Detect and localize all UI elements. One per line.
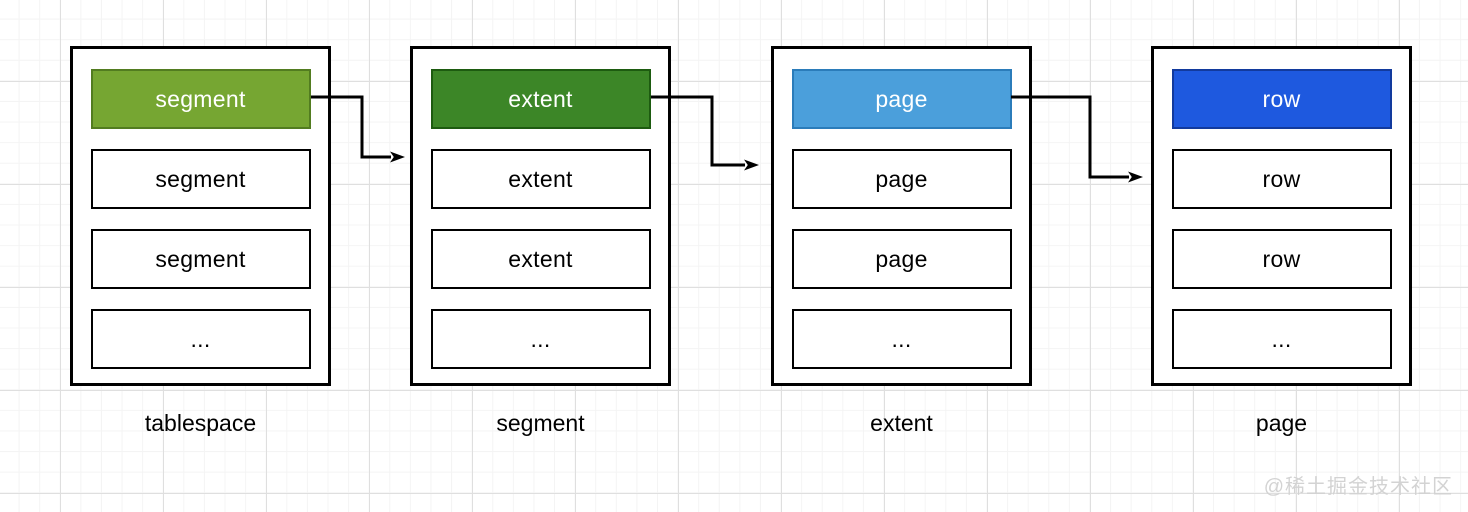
column-label-segment: segment: [496, 410, 585, 436]
cell-segment: segment: [90, 149, 311, 209]
cell-page: page: [791, 229, 1012, 289]
extent-frame: page page page ...: [771, 46, 1032, 386]
cell-extent: extent: [430, 149, 651, 209]
column-label-extent: extent: [870, 410, 933, 436]
tablespace-frame: segment segment segment ...: [70, 46, 331, 386]
watermark: @稀土掘金技术社区: [1263, 476, 1453, 498]
segment-frame: extent extent extent ...: [410, 46, 671, 386]
column-page: row row row ... page: [1151, 46, 1412, 437]
header-cell-page: page: [791, 69, 1012, 129]
cell-ellipsis: ...: [430, 309, 651, 369]
cell-row: row: [1171, 149, 1392, 209]
cell-row: row: [1171, 229, 1392, 289]
cell-ellipsis: ...: [90, 309, 311, 369]
cell-ellipsis: ...: [791, 309, 1012, 369]
cell-segment: segment: [90, 229, 311, 289]
column-tablespace: segment segment segment ... tablespace: [70, 46, 331, 437]
header-cell-segment: segment: [90, 69, 311, 129]
column-label-tablespace: tablespace: [144, 410, 257, 436]
column-extent: page page page ... extent: [771, 46, 1032, 437]
cell-page: page: [791, 149, 1012, 209]
cell-ellipsis: ...: [1171, 309, 1392, 369]
page-frame: row row row ...: [1151, 46, 1412, 386]
column-label-page: page: [1255, 410, 1308, 436]
header-cell-extent: extent: [430, 69, 651, 129]
column-segment: extent extent extent ... segment: [410, 46, 671, 437]
header-cell-row: row: [1171, 69, 1392, 129]
cell-extent: extent: [430, 229, 651, 289]
